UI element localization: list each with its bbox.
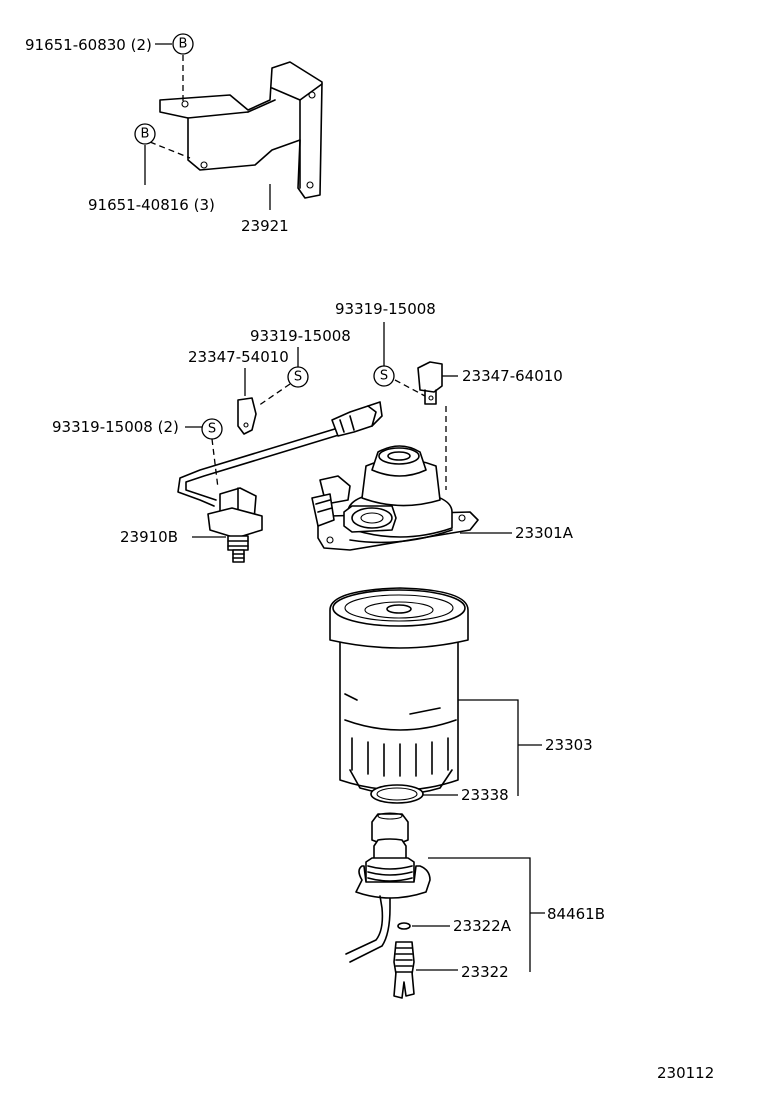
label-sensor: 23322: [461, 963, 509, 981]
svg-text:S: S: [380, 369, 388, 384]
bolt-mark-lower: B: [134, 123, 156, 145]
gasket-23338: [370, 784, 424, 804]
sensor-assy-84461b: [345, 812, 431, 963]
label-sensor-switch: 23910B: [120, 528, 178, 546]
diagram-number: 230112: [657, 1064, 714, 1082]
label-sensor-assy: 84461B: [547, 905, 605, 923]
screw-mark-mid: S: [287, 366, 309, 388]
filter-element-23303: [329, 587, 469, 795]
sensor-23322: [393, 941, 415, 999]
label-screw-mid: 93319-15008: [250, 327, 351, 345]
label-screw-top: 93319-15008: [335, 300, 436, 318]
label-filter-head: 23301A: [515, 524, 574, 542]
bracket-23921: [159, 61, 323, 199]
label-bolt-upper: 91651-60830 (2): [25, 36, 152, 54]
sensor-wire-harness: [177, 401, 383, 507]
label-screw-left: 93319-15008 (2): [52, 418, 179, 436]
label-bracket: 23921: [241, 217, 289, 235]
screw-mark-top: S: [373, 365, 395, 387]
svg-text:B: B: [141, 127, 150, 142]
label-clamp-right: 23347-64010: [462, 367, 563, 385]
svg-text:S: S: [294, 370, 302, 385]
bolt-lower-dashline: [149, 141, 191, 159]
screw-mark-left: S: [201, 418, 223, 440]
clamp-23347-54010: [237, 397, 257, 435]
svg-text:S: S: [208, 422, 216, 437]
svg-text:B: B: [179, 37, 188, 52]
sensor-switch-23910b: [207, 487, 263, 563]
label-filter-element: 23303: [545, 736, 593, 754]
label-bolt-lower: 91651-40816 (3): [88, 196, 215, 214]
label-clamp-left: 23347-54010: [188, 348, 289, 366]
bolt-mark-upper: B: [172, 33, 194, 55]
label-o-ring: 23322A: [453, 917, 512, 935]
o-ring-23322a: [397, 922, 411, 930]
label-gasket: 23338: [461, 786, 509, 804]
filter-head-23301a: [311, 445, 479, 551]
clamp-23347-64010: [417, 361, 443, 405]
